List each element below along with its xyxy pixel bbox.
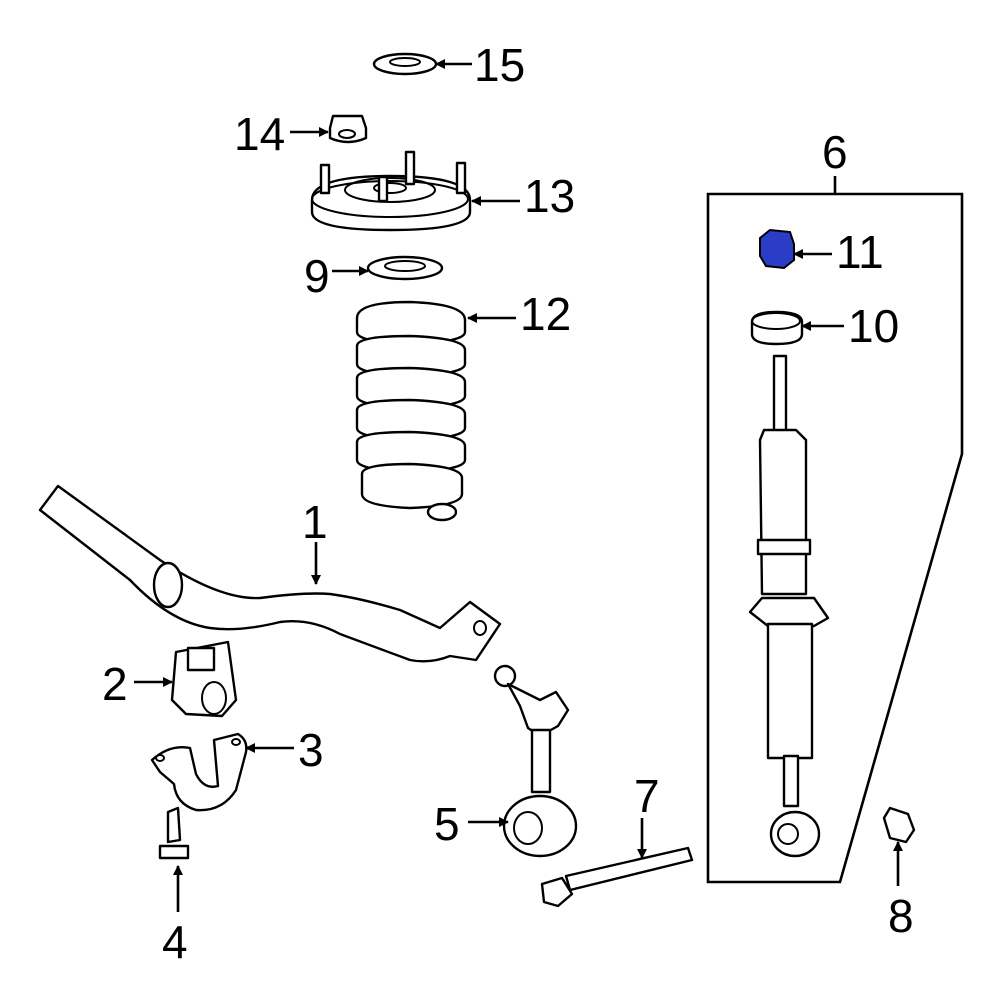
callout-4: 4 (162, 916, 188, 968)
part-9-insulator[interactable] (366, 255, 444, 281)
callout-3: 3 (298, 724, 324, 776)
callouts: 15 14 13 9 12 1 2 3 4 5 7 6 11 10 8 (102, 39, 914, 968)
callout-14: 14 (234, 108, 285, 160)
shock-absorber[interactable] (748, 354, 830, 858)
callout-7: 7 (634, 770, 660, 822)
callout-15: 15 (474, 39, 525, 91)
callout-13: 13 (524, 170, 575, 222)
part-2-bushing[interactable] (170, 640, 238, 718)
part-3-bracket[interactable] (150, 732, 248, 812)
callout-2: 2 (102, 658, 128, 710)
callout-5: 5 (434, 798, 460, 850)
part-4-bolt[interactable] (158, 806, 190, 860)
part-7-bolt[interactable] (540, 846, 694, 908)
callout-1: 1 (302, 496, 328, 548)
part-1-stabilizer-bar[interactable] (38, 484, 502, 663)
part-8-nut[interactable] (882, 806, 916, 844)
part-10-cushion[interactable] (750, 310, 804, 346)
leader-lines (134, 59, 903, 912)
callout-8: 8 (888, 890, 914, 942)
callout-12: 12 (520, 288, 571, 340)
part-6-shock-assembly-box (706, 176, 964, 884)
part-5-stabilizer-link[interactable] (493, 664, 578, 858)
callout-6: 6 (822, 126, 848, 178)
callout-11: 11 (836, 226, 884, 278)
part-12-coil-spring[interactable] (355, 300, 467, 522)
part-11-nut-highlighted[interactable] (759, 228, 795, 270)
part-13-upper-mount[interactable] (310, 150, 472, 232)
callout-10: 10 (848, 300, 899, 352)
part-14-nut[interactable] (328, 114, 368, 144)
callout-9: 9 (304, 250, 330, 302)
part-15-washer[interactable] (372, 52, 438, 76)
